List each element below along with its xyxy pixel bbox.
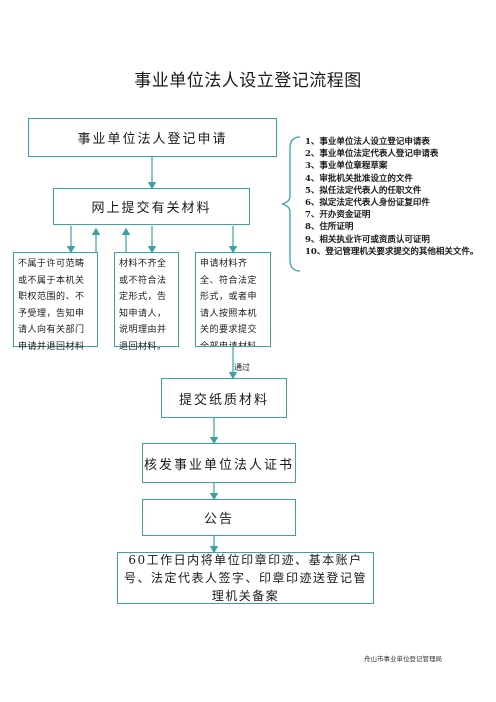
materials-item: 10、登记管理机关要求提交的其他相关文件。 — [305, 246, 479, 257]
materials-list: 1、事业单位法人设立登记申请表 2、事业单位法定代表人登记申请表 3、事业单位章… — [305, 136, 490, 258]
page-title: 事业单位法人设立登记流程图 — [134, 71, 362, 91]
branch-accept: 申请材料齐全、符合法定形式，或者申请人按照本机关的要求提交全部申请材料的，准予受… — [195, 252, 271, 347]
step-paper-submit: 提交纸质材料 — [161, 378, 287, 418]
step-online-submit: 网上提交有关材料 — [53, 188, 250, 225]
step-issue-certificate: 核发事业单位法人证书 — [142, 443, 296, 483]
materials-item: 4、审批机关批准设立的文件 — [305, 173, 413, 184]
step-final-record: 60工作日内将单位印章印迹、基本账户号、法定代表人签字、印章印迹送登记管理机关备… — [117, 552, 374, 604]
materials-item: 5、拟任法定代表人的任职文件 — [305, 185, 422, 196]
materials-item: 2、事业单位法定代表人登记申请表 — [305, 149, 439, 160]
materials-brace — [281, 136, 301, 272]
materials-item: 1、事业单位法人设立登记申请表 — [305, 137, 430, 147]
passed-label: 通过 — [234, 363, 250, 372]
materials-item: 6、拟定法定代表人身份证复印件 — [305, 198, 430, 209]
step-announce: 公告 — [142, 499, 296, 536]
branch-reject: 不属于许可范畴或不属于本机关职权范围的、不予受理，告知申请人向有关部门申请并退回… — [13, 252, 98, 352]
footer-organization: 舟山市事业单位登记管理局 — [364, 655, 442, 663]
step-apply: 事业单位法人登记申请 — [28, 118, 277, 157]
materials-item: 8、住所证明 — [305, 222, 354, 233]
materials-item: 7、开办资金证明 — [305, 210, 371, 221]
branch-incomplete: 材料不齐全或不符合法定形式，告知申请人，说明理由并退回材料。 — [114, 252, 179, 352]
materials-item: 3、事业单位章程草案 — [305, 161, 388, 172]
materials-item: 9、相关执业许可或资质认可证明 — [305, 234, 430, 245]
